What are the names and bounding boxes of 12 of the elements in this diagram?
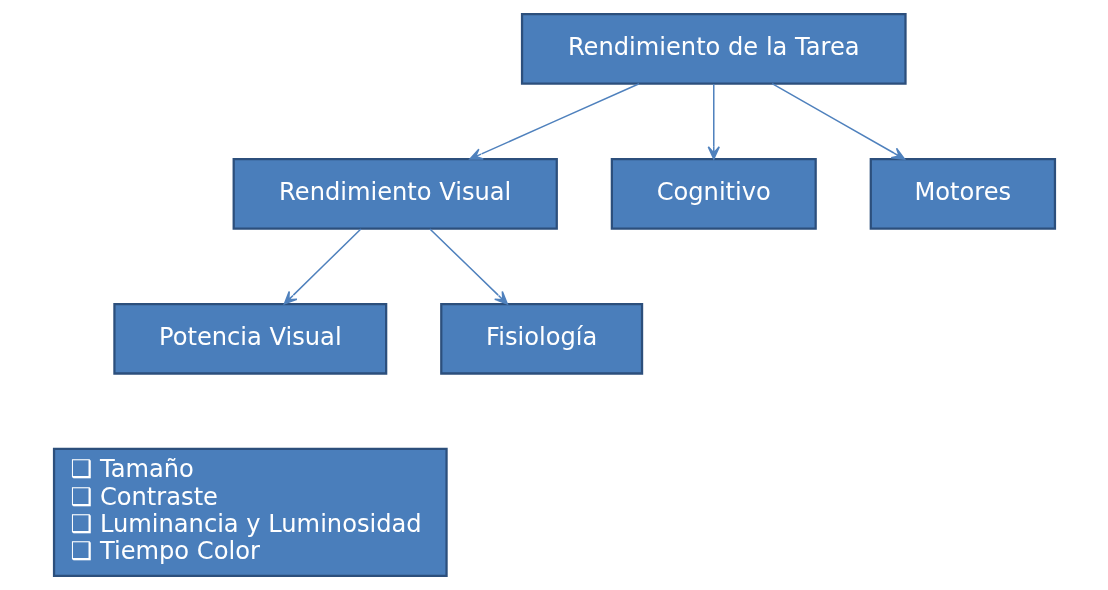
arrow — [468, 82, 640, 160]
node-box: Fisiología — [439, 302, 643, 375]
node-box: Cognitivo — [610, 158, 817, 230]
node-box: ❑ Tamaño ❑ Contraste ❑ Luminancia y Luminosidad ❑ Tiempo Color — [52, 447, 448, 577]
arrow — [770, 82, 905, 160]
node-box: Rendimiento Visual — [232, 158, 558, 230]
node-box: Potencia Visual — [112, 302, 387, 375]
node-box: Motores — [869, 158, 1056, 230]
arrow — [283, 228, 362, 305]
arrow — [707, 83, 720, 160]
node-box: Rendimiento de la Tarea — [520, 13, 907, 85]
arrow — [428, 228, 508, 305]
